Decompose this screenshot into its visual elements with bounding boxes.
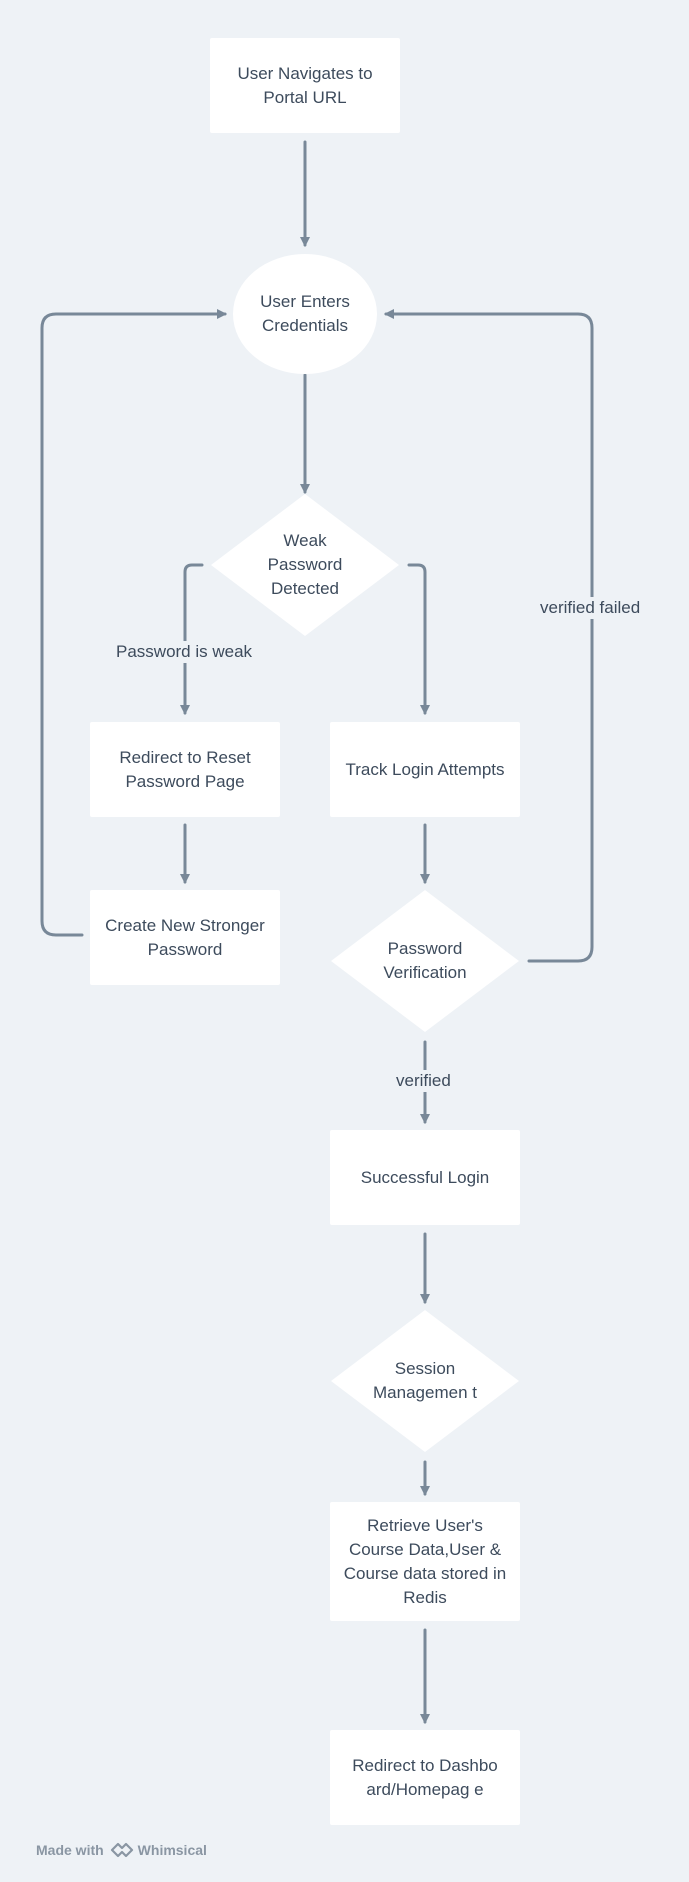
edge-create-to-credentials bbox=[40, 309, 227, 937]
node-password-verification-label: Password Verification bbox=[383, 939, 467, 982]
edge-verification-failed-to-credentials bbox=[384, 309, 594, 963]
node-successful-login-label: Successful Login bbox=[360, 1167, 490, 1187]
edge-label-verified: verified bbox=[392, 1070, 455, 1092]
edge-weak-to-track bbox=[407, 563, 430, 715]
node-navigate-label: User Navigates to Portal URL bbox=[237, 63, 373, 107]
node-retrieve-data-label: Retrieve User's Course Data,User & Cours… bbox=[343, 1515, 507, 1607]
node-session-management: Session Managemen t bbox=[373, 1331, 477, 1431]
whimsical-logo: Whimsical bbox=[110, 1842, 207, 1858]
node-track-attempts: Track Login Attempts bbox=[330, 722, 520, 817]
node-retrieve-data: Retrieve User's Course Data,User & Cours… bbox=[330, 1502, 520, 1621]
whimsical-icon bbox=[110, 1842, 133, 1858]
node-weak-password-label: Weak Password Detected bbox=[267, 531, 343, 598]
node-track-attempts-label: Track Login Attempts bbox=[345, 759, 505, 779]
node-redirect-dashboard-label: Redirect to Dashboard/Homepag e bbox=[352, 1755, 498, 1799]
node-password-verification: Password Verification bbox=[371, 921, 479, 1001]
node-create-password: Create New Stronger Password bbox=[90, 890, 280, 985]
node-navigate: User Navigates to Portal URL bbox=[210, 38, 400, 133]
node-enter-credentials-label: User Enters Credentials bbox=[260, 292, 350, 335]
whimsical-brand-label: Whimsical bbox=[137, 1842, 207, 1858]
edge-label-verified-failed: verified failed bbox=[536, 597, 645, 619]
edge-weak-to-reset bbox=[180, 563, 204, 715]
node-enter-credentials: User Enters Credentials bbox=[233, 254, 377, 374]
node-redirect-reset: Redirect to Reset Password Page bbox=[90, 722, 280, 817]
made-with-whimsical-footer[interactable]: Made with Whimsical bbox=[36, 1842, 207, 1858]
node-weak-password: Weak Password Detected bbox=[251, 515, 359, 615]
weak-password-diamond bbox=[211, 494, 399, 636]
node-successful-login: Successful Login bbox=[330, 1130, 520, 1225]
node-redirect-dashboard: Redirect to Dashboard/Homepag e bbox=[330, 1730, 520, 1825]
edge-label-password-is-weak: Password is weak bbox=[112, 641, 257, 663]
node-redirect-reset-label: Redirect to Reset Password Page bbox=[119, 747, 251, 791]
password-verification-diamond bbox=[331, 890, 519, 1032]
made-with-label: Made with bbox=[36, 1842, 104, 1858]
node-create-password-label: Create New Stronger Password bbox=[105, 915, 265, 959]
node-session-management-label: Session Managemen t bbox=[373, 1359, 477, 1402]
session-management-diamond bbox=[331, 1310, 519, 1452]
